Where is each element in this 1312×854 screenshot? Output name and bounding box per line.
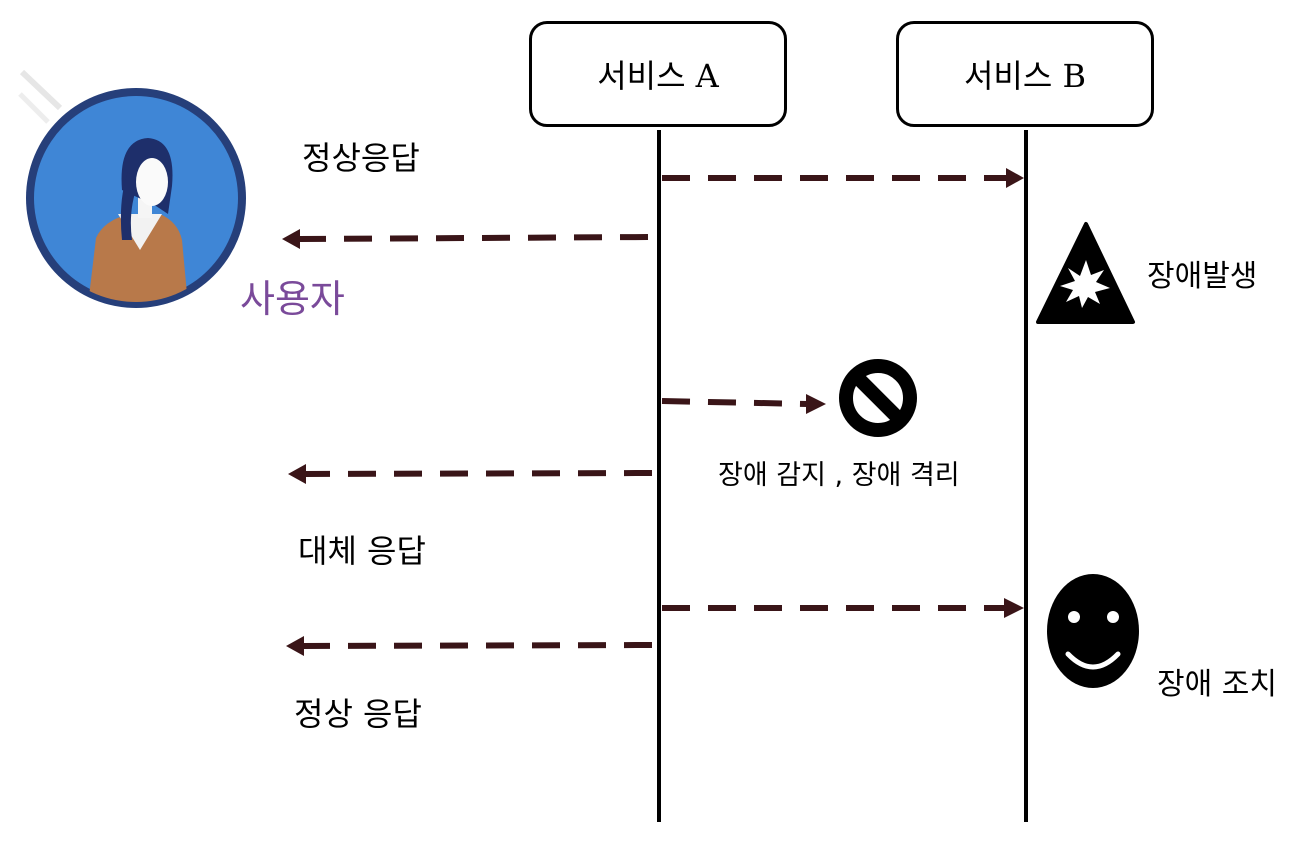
- user-label: 사용자: [240, 280, 345, 318]
- arrow-a-to-user-fallback: [288, 464, 652, 484]
- normal-response-label-1: 정상응답: [302, 142, 420, 174]
- service-b-label: 서비스 B: [964, 51, 1086, 97]
- fallback-response-label: 대체 응답: [298, 535, 426, 567]
- prohibited-icon: [846, 366, 910, 430]
- normal-response-label-2: 정상 응답: [294, 698, 422, 730]
- failure-occurred-label: 장애발생: [1147, 262, 1257, 292]
- explosion-warning-icon: [1038, 224, 1133, 322]
- arrow-a-to-user-normal: [282, 229, 648, 249]
- arrow-a-to-b-request: [662, 168, 1024, 188]
- user-avatar-icon: [20, 72, 246, 308]
- arrow-a-to-b-retry: [662, 598, 1024, 618]
- arrow-a-to-blocked: [662, 394, 826, 414]
- service-a-label: 서비스 A: [597, 51, 719, 97]
- failure-resolved-label: 장애 조치: [1157, 670, 1277, 700]
- service-b-box: 서비스 B: [896, 21, 1154, 127]
- detect-isolate-label: 장애 감지 , 장애 격리: [718, 462, 960, 489]
- service-a-box: 서비스 A: [529, 21, 787, 127]
- smiley-face-icon: [1047, 574, 1139, 688]
- arrow-a-to-user-normal-2: [286, 636, 652, 656]
